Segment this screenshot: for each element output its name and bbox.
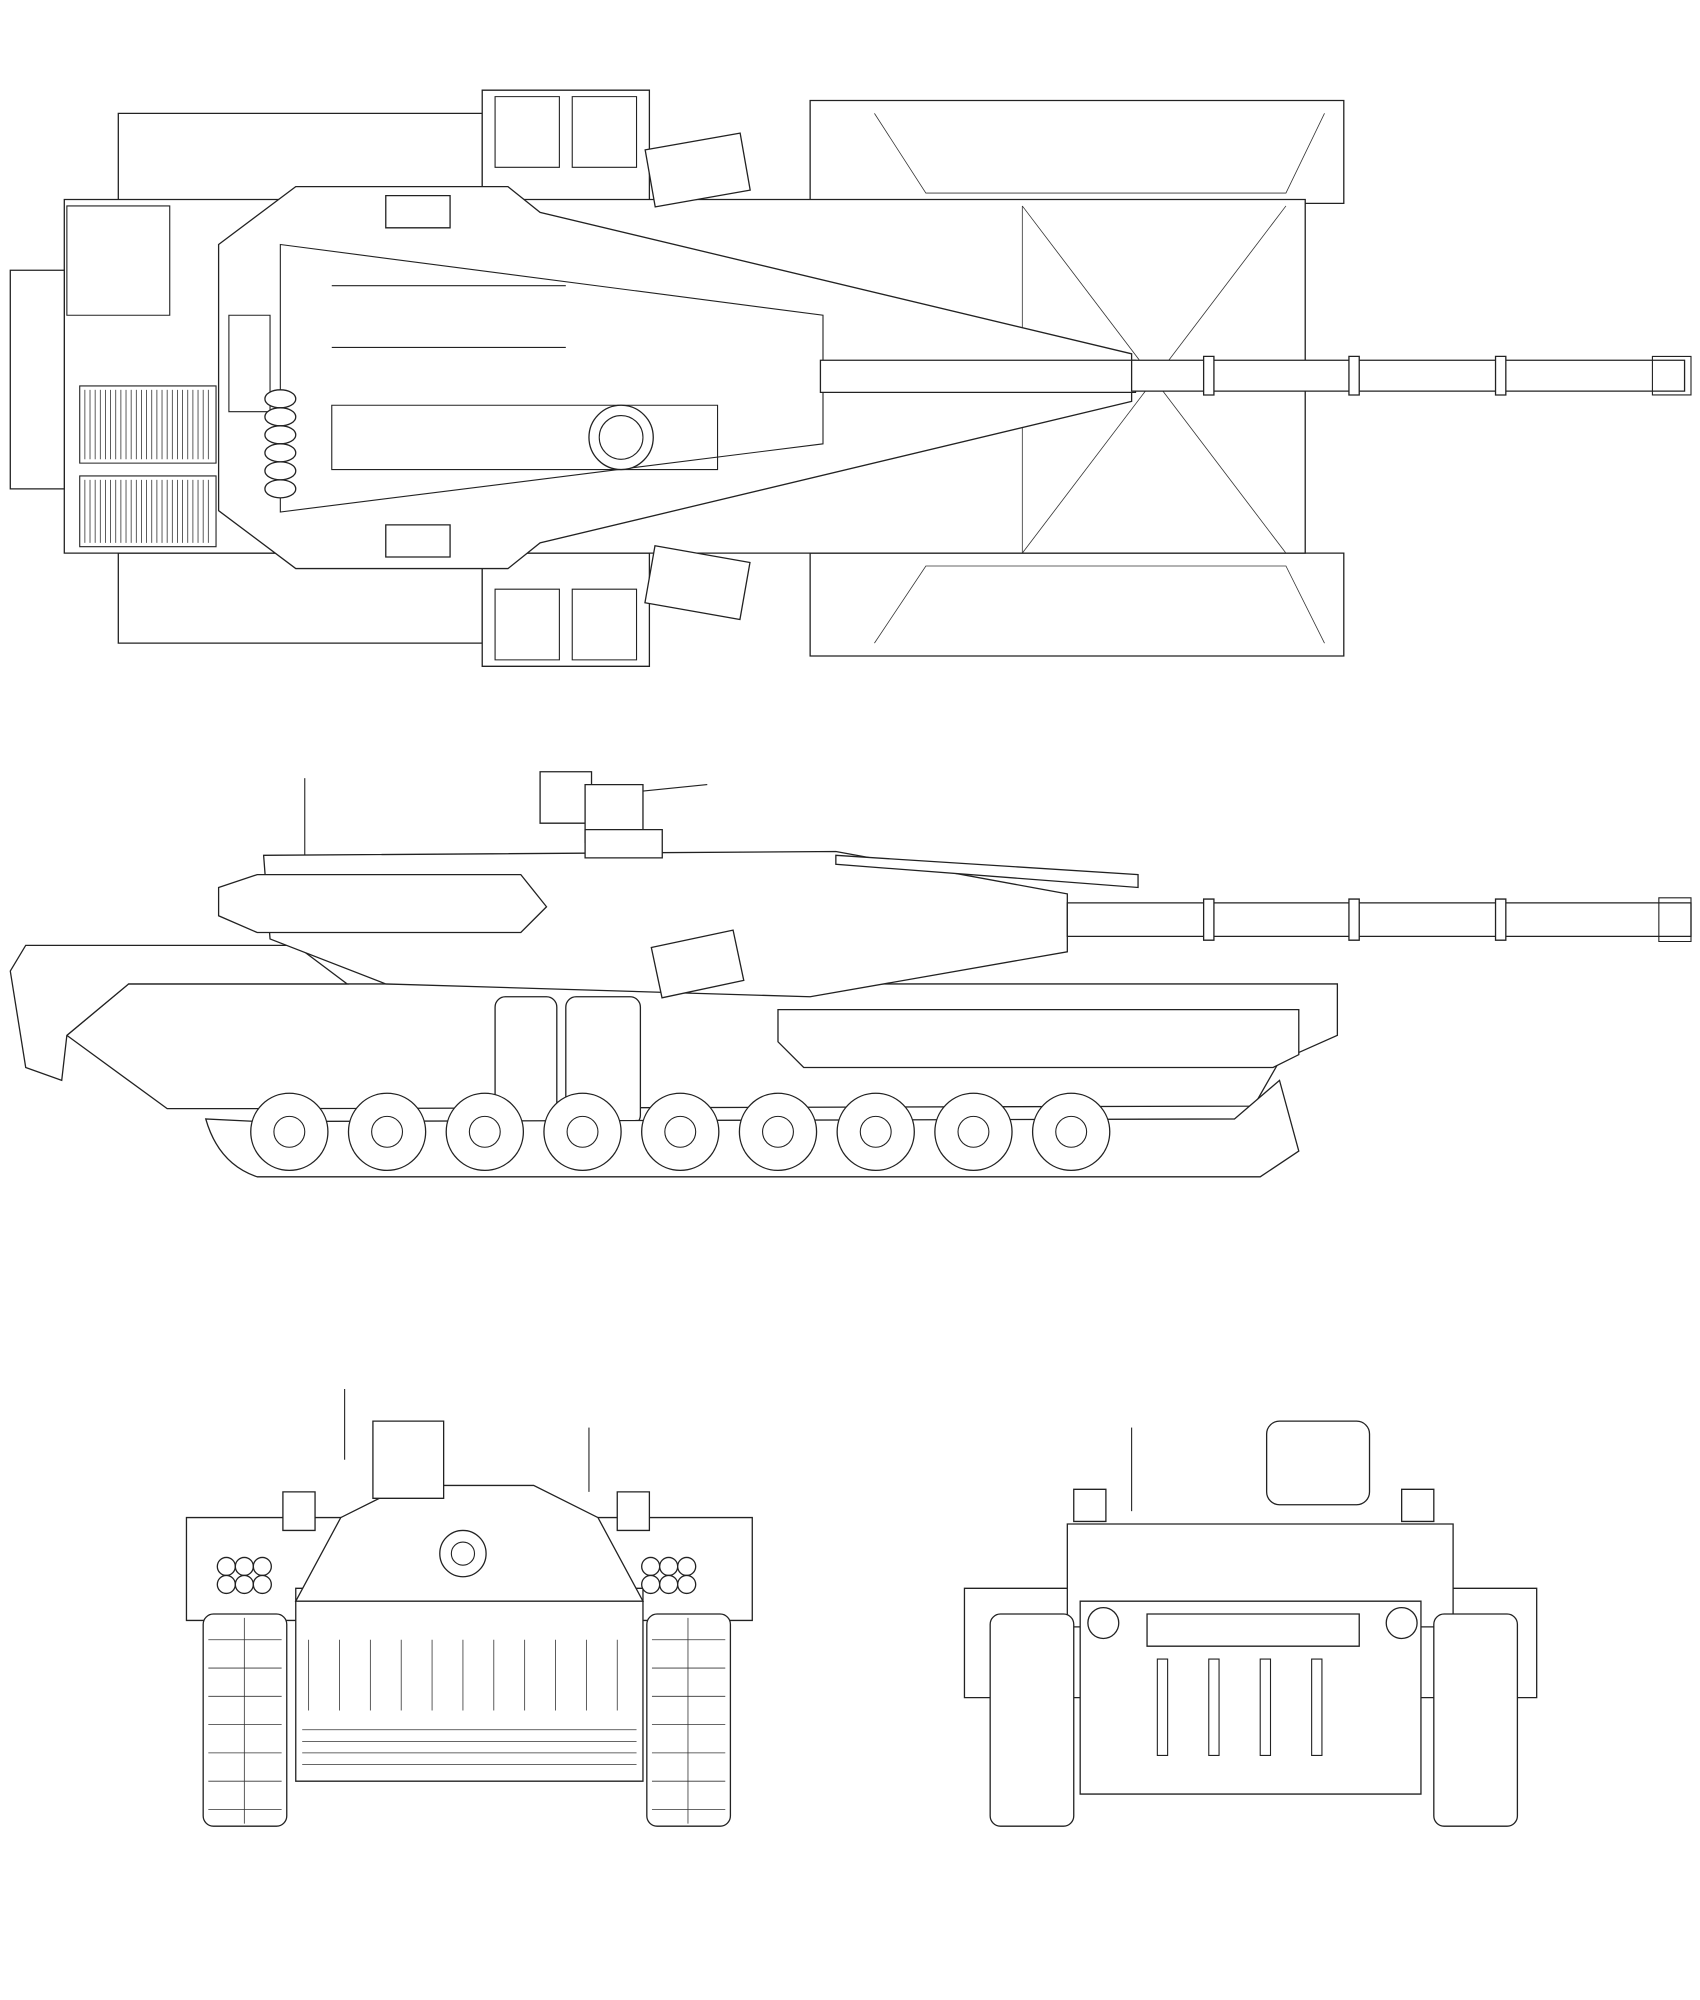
smoke-launcher xyxy=(235,1575,253,1593)
fender-bottom xyxy=(810,553,1344,656)
smoke-launcher xyxy=(265,426,296,444)
road-wheel-hub xyxy=(1056,1116,1087,1147)
smoke-launcher xyxy=(235,1557,253,1575)
rear-bracket xyxy=(1157,1659,1167,1755)
main-gun-top xyxy=(1132,360,1685,391)
turret-bustle-box xyxy=(219,875,547,933)
gun-ring xyxy=(1204,899,1214,940)
rear-bracket xyxy=(1260,1659,1270,1755)
road-wheel-hub xyxy=(274,1116,305,1147)
front-sight xyxy=(373,1421,444,1498)
rear-view xyxy=(964,1421,1536,1826)
turret-top xyxy=(219,187,1132,569)
fender-top xyxy=(810,100,1344,203)
gun-ring xyxy=(1496,899,1506,940)
rcws-sight xyxy=(540,772,591,823)
smoke-launcher xyxy=(265,390,296,408)
smoke-launcher xyxy=(265,444,296,462)
left-track-front xyxy=(203,1614,287,1826)
road-wheel xyxy=(739,1093,816,1170)
road-wheel xyxy=(935,1093,1012,1170)
smoke-launcher xyxy=(642,1575,660,1593)
smoke-launcher xyxy=(660,1557,678,1575)
road-wheel xyxy=(837,1093,914,1170)
rear-bracket xyxy=(1209,1659,1219,1755)
smoke-launcher xyxy=(265,480,296,498)
smoke-launcher xyxy=(660,1575,678,1593)
smoke-launcher xyxy=(678,1557,696,1575)
front-view xyxy=(186,1389,1512,1826)
front-glacis xyxy=(296,1588,643,1781)
road-wheel-hub xyxy=(958,1116,989,1147)
right-track-front xyxy=(647,1614,731,1826)
road-wheel-hub xyxy=(469,1116,500,1147)
side-view xyxy=(10,772,1691,1177)
engine-grille-2 xyxy=(80,476,216,547)
road-wheel xyxy=(446,1093,523,1170)
road-wheel-hub xyxy=(665,1116,696,1147)
main-gun-side xyxy=(1067,903,1691,936)
gun-ring xyxy=(1496,356,1506,395)
smoke-launcher xyxy=(217,1557,235,1575)
smoke-launcher xyxy=(265,462,296,480)
rear-box xyxy=(10,270,64,489)
road-wheel xyxy=(1033,1093,1110,1170)
right-track-rear xyxy=(1434,1614,1518,1826)
gun-ring xyxy=(1204,356,1214,395)
road-wheel-hub xyxy=(372,1116,403,1147)
road-wheel xyxy=(544,1093,621,1170)
top-view xyxy=(10,90,1691,666)
road-wheel-hub xyxy=(763,1116,794,1147)
commander-sight xyxy=(589,405,653,469)
gun-mantlet-top xyxy=(820,360,1135,392)
road-wheel-hub xyxy=(860,1116,891,1147)
side-box-top xyxy=(482,90,649,206)
smoke-launcher xyxy=(265,408,296,426)
road-wheel-hub xyxy=(567,1116,598,1147)
gun-ring xyxy=(1349,356,1359,395)
side-box-bottom xyxy=(482,553,649,666)
road-wheel xyxy=(348,1093,425,1170)
rear-rcws xyxy=(1267,1421,1370,1505)
road-wheel xyxy=(642,1093,719,1170)
gun-muzzle-front xyxy=(440,1530,486,1576)
left-track-rear xyxy=(990,1614,1074,1826)
road-wheel xyxy=(251,1093,328,1170)
gun-ring xyxy=(1349,899,1359,940)
smoke-launcher xyxy=(253,1557,271,1575)
smoke-launcher xyxy=(642,1557,660,1575)
rear-hull-side xyxy=(10,945,347,1080)
side-armor-box xyxy=(778,1010,1299,1068)
smoke-launcher xyxy=(217,1575,235,1593)
engine-grille-1 xyxy=(80,386,216,463)
smoke-launcher xyxy=(253,1575,271,1593)
rear-bracket xyxy=(1312,1659,1322,1755)
smoke-launcher xyxy=(678,1575,696,1593)
